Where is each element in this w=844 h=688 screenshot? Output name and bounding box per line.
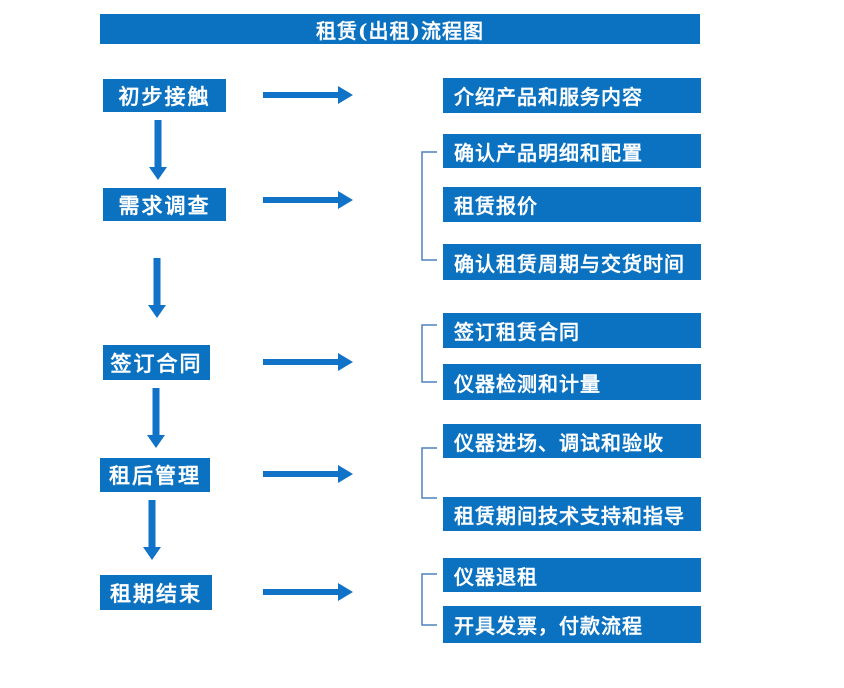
output-box-instrument-inspection: 仪器检测和计量 (443, 364, 701, 400)
group-bracket-step3-details (421, 324, 437, 383)
step-box-lease-end: 租期结束 (100, 575, 212, 610)
arrow-right-icon-step5 (263, 583, 353, 601)
arrow-right-icon-step4 (263, 465, 353, 483)
arrow-right-icon-step2 (263, 191, 353, 209)
output-box-sign-rental-contract: 签订租赁合同 (443, 313, 701, 348)
output-box-introduce-products: 介绍产品和服务内容 (443, 78, 701, 113)
step-box-initial-contact: 初步接触 (103, 79, 226, 112)
output-box-instrument-return: 仪器退租 (443, 558, 701, 592)
step-box-needs-survey: 需求调查 (103, 188, 226, 221)
step-box-sign-contract: 签订合同 (103, 345, 210, 380)
output-box-confirm-details: 确认产品明细和配置 (443, 134, 701, 168)
page-title: 租赁(出租)流程图 (316, 18, 484, 43)
step-box-rental-management: 租后管理 (100, 458, 210, 492)
arrow-down-icon-step4-step5 (143, 500, 161, 560)
arrow-down-icon-step3-step4 (147, 388, 165, 448)
group-bracket-step2-details (421, 151, 437, 261)
arrow-down-icon-step1-step2 (149, 120, 167, 180)
group-bracket-step4-details (421, 447, 437, 499)
title-bar: 租赁(出租)流程图 (100, 14, 700, 44)
output-box-tech-support: 租赁期间技术支持和指导 (443, 497, 701, 531)
group-bracket-step5-details (421, 573, 437, 626)
output-box-rental-quote: 租赁报价 (443, 187, 701, 222)
output-box-invoice-payment: 开具发票，付款流程 (443, 606, 701, 643)
output-box-instrument-setup-acceptance: 仪器进场、调试和验收 (443, 424, 701, 458)
output-box-confirm-period-delivery: 确认租赁周期与交货时间 (443, 244, 701, 280)
arrow-right-icon-step3 (263, 353, 353, 371)
arrow-right-icon-step1 (263, 86, 353, 104)
arrow-down-icon-step2-step3 (148, 258, 166, 318)
